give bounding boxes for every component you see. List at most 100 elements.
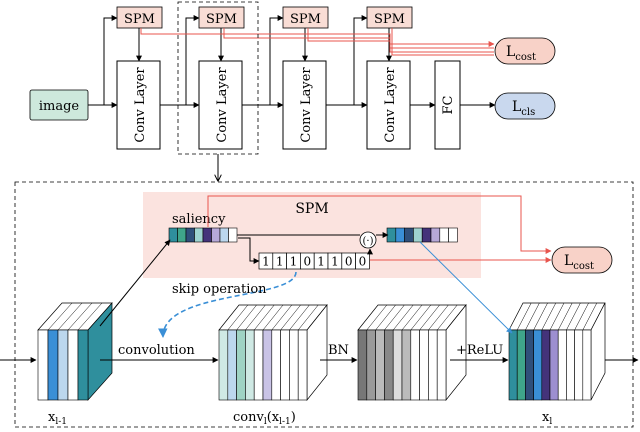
cube-top-divider [401,304,423,331]
binary-mask-bit: 0 [359,255,367,269]
cube-top-divider [566,302,581,331]
x-prev-caption: xl-1 [48,410,67,427]
svg-text:SPM: SPM [206,12,237,27]
spm-region-title: SPM [295,201,328,217]
cube-slice [271,329,281,401]
output-mask-cell [448,227,458,243]
feature-map-bn [357,304,467,401]
cube-slice [428,329,438,401]
binary-mask-bit: 0 [345,255,353,269]
output-mask-cell [421,227,432,243]
bn-label: BN [328,343,349,358]
saliency-label: saliency [172,212,226,227]
cube-slice [541,329,551,401]
cost-arrows-top [140,28,495,56]
cube-top-divider [280,304,301,331]
cube-top-divider [516,302,532,331]
binary-mask-bit: 1 [262,255,270,269]
convolution-label: convolution [118,343,195,358]
saliency-cell [219,227,229,243]
cube-slice [392,329,403,401]
svg-text:Lcls: Lcls [512,99,535,118]
cube-top-divider [67,302,93,331]
cube-top-divider [393,304,414,331]
output-mask-cell [439,227,449,243]
cube-top-divider [47,302,73,331]
cube-slice [67,329,79,401]
cube-top-divider [410,304,431,331]
saliency-cell [194,227,204,243]
output-mask-cell [404,227,414,243]
cube-slice [574,329,584,401]
cube-top-divider [254,304,275,331]
cube-slice [419,329,429,401]
cube-top-divider [419,304,440,331]
cube-top-divider [541,302,557,331]
cube-top-divider [574,302,589,331]
cube-slice [582,329,592,401]
svg-text:FC: FC [441,95,456,114]
product-operator [359,231,377,249]
output-mask-cell [413,227,423,243]
cube-top-divider [227,304,248,331]
cube-slice [262,329,273,401]
cube-top-divider [549,302,565,331]
cube-top-divider [57,302,83,331]
cube-top-divider [77,302,103,331]
cube-top-divider [245,304,266,331]
svg-text:Conv Layer: Conv Layer [383,67,398,143]
cube-top-divider [582,302,598,331]
spm-block-1: SPM [116,6,163,29]
zoom-highlight-box [177,1,259,155]
saliency-vector [168,227,238,243]
cube-slice [47,329,59,401]
top-network: image SPM SPM SPM SPM [29,1,556,180]
svg-text:Conv Layer: Conv Layer [299,67,314,143]
cube-slice [37,329,49,401]
cube-top-divider [428,304,449,331]
svg-text:Lcost: Lcost [564,253,594,272]
cube-top-divider [384,304,405,331]
cube-top-divider [525,302,540,331]
cube-slice [253,329,264,401]
saliency-cell [211,227,221,243]
cube-slice [533,329,543,401]
feature-map-x-out [508,302,606,401]
saliency-cell [228,227,238,243]
saliency-cell [185,227,195,243]
product-operator-label: (·) [363,236,374,247]
cube-top-divider [289,304,310,331]
cube-slice [297,329,308,401]
cube-slice [375,329,385,401]
saliency-cell [168,227,178,243]
loss-cost-top: Lcost [494,37,556,65]
cube-top-divider [262,304,284,331]
detail-dashed-frame [14,181,634,428]
saliency-cell [177,227,187,243]
binary-mask-bit: 0 [303,255,311,269]
cube-slice [57,329,69,401]
loss-cost-detail: Lcost [551,246,613,274]
svg-text:SPM: SPM [290,12,321,27]
cube-slice [516,329,526,401]
cube-slice [549,329,559,401]
cube-slice [557,329,567,401]
binary-mask-bit: 1 [317,255,325,269]
output-mask-cell [386,227,397,243]
cube-slice [357,329,368,401]
cube-slice [410,329,420,401]
skip-operation-label: skip operation [172,282,267,297]
conv-layer-3: Conv Layer [282,60,327,150]
skip-operation-arrow [158,271,297,338]
conv-layer-2: Conv Layer [198,60,243,150]
binary-mask-bit: 1 [290,255,298,269]
feature-map-conv-output [218,304,328,401]
image-input-label: image [39,99,80,114]
output-mask-vector [386,227,458,243]
svg-text:Conv Layer: Conv Layer [215,67,230,143]
loss-cls: Lcls [494,92,556,120]
binary-mask-bit: 1 [276,255,284,269]
